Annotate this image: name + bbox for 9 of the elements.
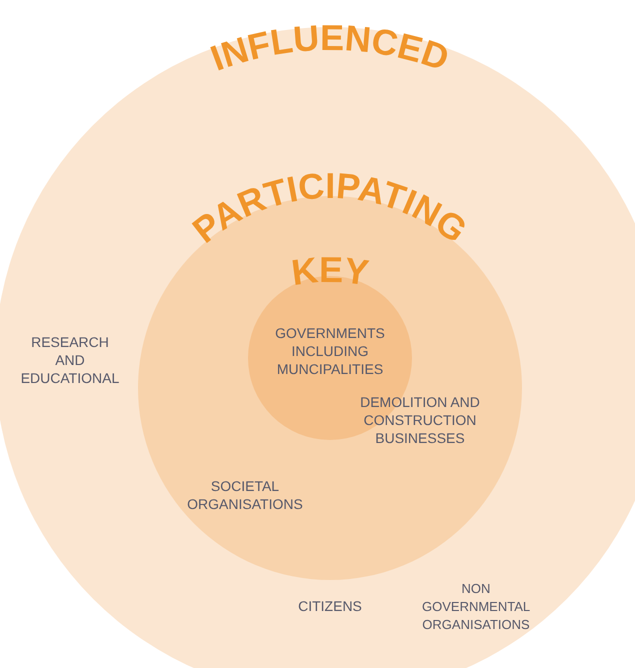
stakeholder-label: RESEARCH AND EDUCATIONAL [20,333,120,387]
outer-circle [0,27,635,668]
ring-title: INFLUENCED [205,16,454,79]
stakeholder-label: DEMOLITION AND CONSTRUCTION BUSINESSES [359,393,481,447]
stakeholder-label: CITIZENS [297,597,363,615]
stakeholder-label: NON GOVERNMENTAL ORGANISATIONS [422,580,530,634]
stakeholder-label: SOCIETAL ORGANISATIONS [186,477,304,513]
ring-title: KEY [289,248,372,294]
stakeholder-label: GOVERNMENTS INCLUDING MUNCIPALITIES [274,324,386,378]
